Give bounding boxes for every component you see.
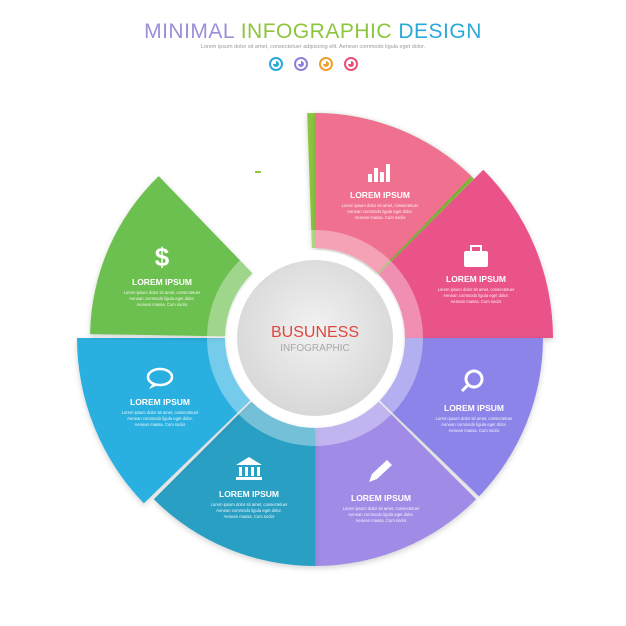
pie-dot-blue-icon (269, 57, 283, 71)
segment-3: LOREM IPSUM Lorem ipsum dolor sit amet, c… (378, 169, 553, 338)
segment-2: LOREM IPSUM Lorem ipsum dolor sit amet, c… (315, 113, 472, 274)
pie-dot-purple-icon (294, 57, 308, 71)
segment-2-body-line1: Lorem ipsum dolor sit amet, consectetuer (342, 203, 419, 208)
segment-3-body-line1: Lorem ipsum dolor sit amet, consectetuer (438, 287, 515, 292)
segment-4-body-line2: Aenean commodo ligula eget dolor. (441, 422, 507, 427)
segment-4-wedge (379, 338, 543, 497)
center-title: BUSUNESS (271, 324, 359, 341)
title-word-infographic: INFOGRAPHIC (240, 20, 393, 43)
bar-chart-icon (368, 164, 390, 182)
wheel-segments: LOREM IPSUM Lorem ipsum dolor sit amet, c… (77, 113, 553, 566)
segment-3-body-line3: Aenean massa. Cum sociis (451, 299, 502, 304)
subtitle: Lorem ipsum dolor sit amet, consectetuer… (200, 44, 426, 50)
pencil-icon (369, 460, 392, 482)
segment-4-body-line3: Aenean massa. Cum sociis (449, 428, 500, 433)
segment-7-body-line3: Aenean massa. Cum sociis (135, 422, 186, 427)
segment-7-body-line2: Aenean commodo ligula eget dolor. (127, 416, 193, 421)
segment-6-body-line1: Lorem ipsum dolor sit amet, consectetuer (211, 502, 288, 507)
segment-1-title: LOREM IPSUM (228, 190, 288, 200)
segment-4-title: LOREM IPSUM (444, 403, 504, 413)
infographic-title: MINIMAL INFOGRAPHIC DESIGN (0, 20, 626, 44)
segment-2-body-line3: Aenean massa. Cum sociis (355, 215, 406, 220)
chat-bubble-icon (146, 367, 174, 389)
segment-4: LOREM IPSUM Lorem ipsum dolor sit amet, c… (379, 338, 543, 497)
segment-8: $ LOREM IPSUM Lorem ipsum dolor sit amet, … (90, 176, 253, 337)
segment-2-body-line2: Aenean commodo ligula eget dolor. (347, 209, 413, 214)
segment-7-title: LOREM IPSUM (130, 397, 190, 407)
segment-7-body-line1: Lorem ipsum dolor sit amet, consectetuer (122, 410, 199, 415)
segment-5: LOREM IPSUM Lorem ipsum dolor sit amet, c… (315, 401, 477, 566)
center-subtitle: INFOGRAPHIC (280, 343, 349, 354)
segment-5-body-line3: Aenean massa. Cum sociis (356, 518, 407, 523)
bank-icon (236, 457, 262, 480)
pie-dot-pink-icon (344, 57, 358, 71)
title-word-minimal: MINIMAL (144, 20, 235, 43)
segment-5-body-line2: Aenean commodo ligula eget dolor. (348, 512, 414, 517)
segment-5-body-line1: Lorem ipsum dolor sit amet, consectetuer (343, 506, 420, 511)
segment-3-title: LOREM IPSUM (446, 274, 506, 284)
segment-2-title: LOREM IPSUM (350, 190, 410, 200)
segment-6-body-line2: Aenean commodo ligula eget dolor. (216, 508, 282, 513)
center-grey-disc (237, 260, 393, 416)
color-dots (267, 57, 367, 75)
segment-3-body-line2: Aenean commodo ligula eget dolor. (443, 293, 509, 298)
segment-6-title: LOREM IPSUM (219, 489, 279, 499)
segment-8-body-line3: Aenean massa. Cum sociis (137, 302, 188, 307)
svg-text:$: $ (155, 242, 170, 272)
segment-7: LOREM IPSUM Lorem ipsum dolor sit amet, c… (77, 338, 251, 504)
center-disc: BUSUNESS INFOGRAPHIC (207, 230, 423, 446)
dollar-icon: $ (155, 242, 170, 272)
segment-1-body-line1: Lorem ipsum dolor sit amet, consectetuer (220, 203, 297, 208)
segment-4-body-line1: Lorem ipsum dolor sit amet, consectetuer (436, 416, 513, 421)
segment-1-body-line3: Aenean massa. Cum sociis (233, 215, 284, 220)
pie-dot-orange-icon (319, 57, 333, 71)
segment-8-wedge (90, 176, 253, 337)
segment-8-body-line1: Lorem ipsum dolor sit amet, consectetuer (124, 290, 201, 295)
segment-8-body-line2: Aenean commodo ligula eget dolor. (129, 296, 195, 301)
segment-6-wedge (153, 401, 315, 566)
segment-6-body-line3: Aenean massa. Cum sociis (224, 514, 275, 519)
segment-1-body-line2: Aenean commodo ligula eget dolor. (225, 209, 291, 214)
box-icon (248, 162, 268, 180)
title-word-design: DESIGN (398, 20, 482, 43)
segment-8-title: LOREM IPSUM (132, 277, 192, 287)
segment-5-wedge (315, 401, 477, 566)
segment-6: LOREM IPSUM Lorem ipsum dolor sit amet, c… (153, 401, 315, 566)
briefcase-icon (464, 245, 488, 267)
segment-7-wedge (77, 338, 251, 504)
search-icon (460, 369, 484, 393)
segment-5-title: LOREM IPSUM (351, 493, 411, 503)
segment-2-wedge (315, 113, 472, 274)
